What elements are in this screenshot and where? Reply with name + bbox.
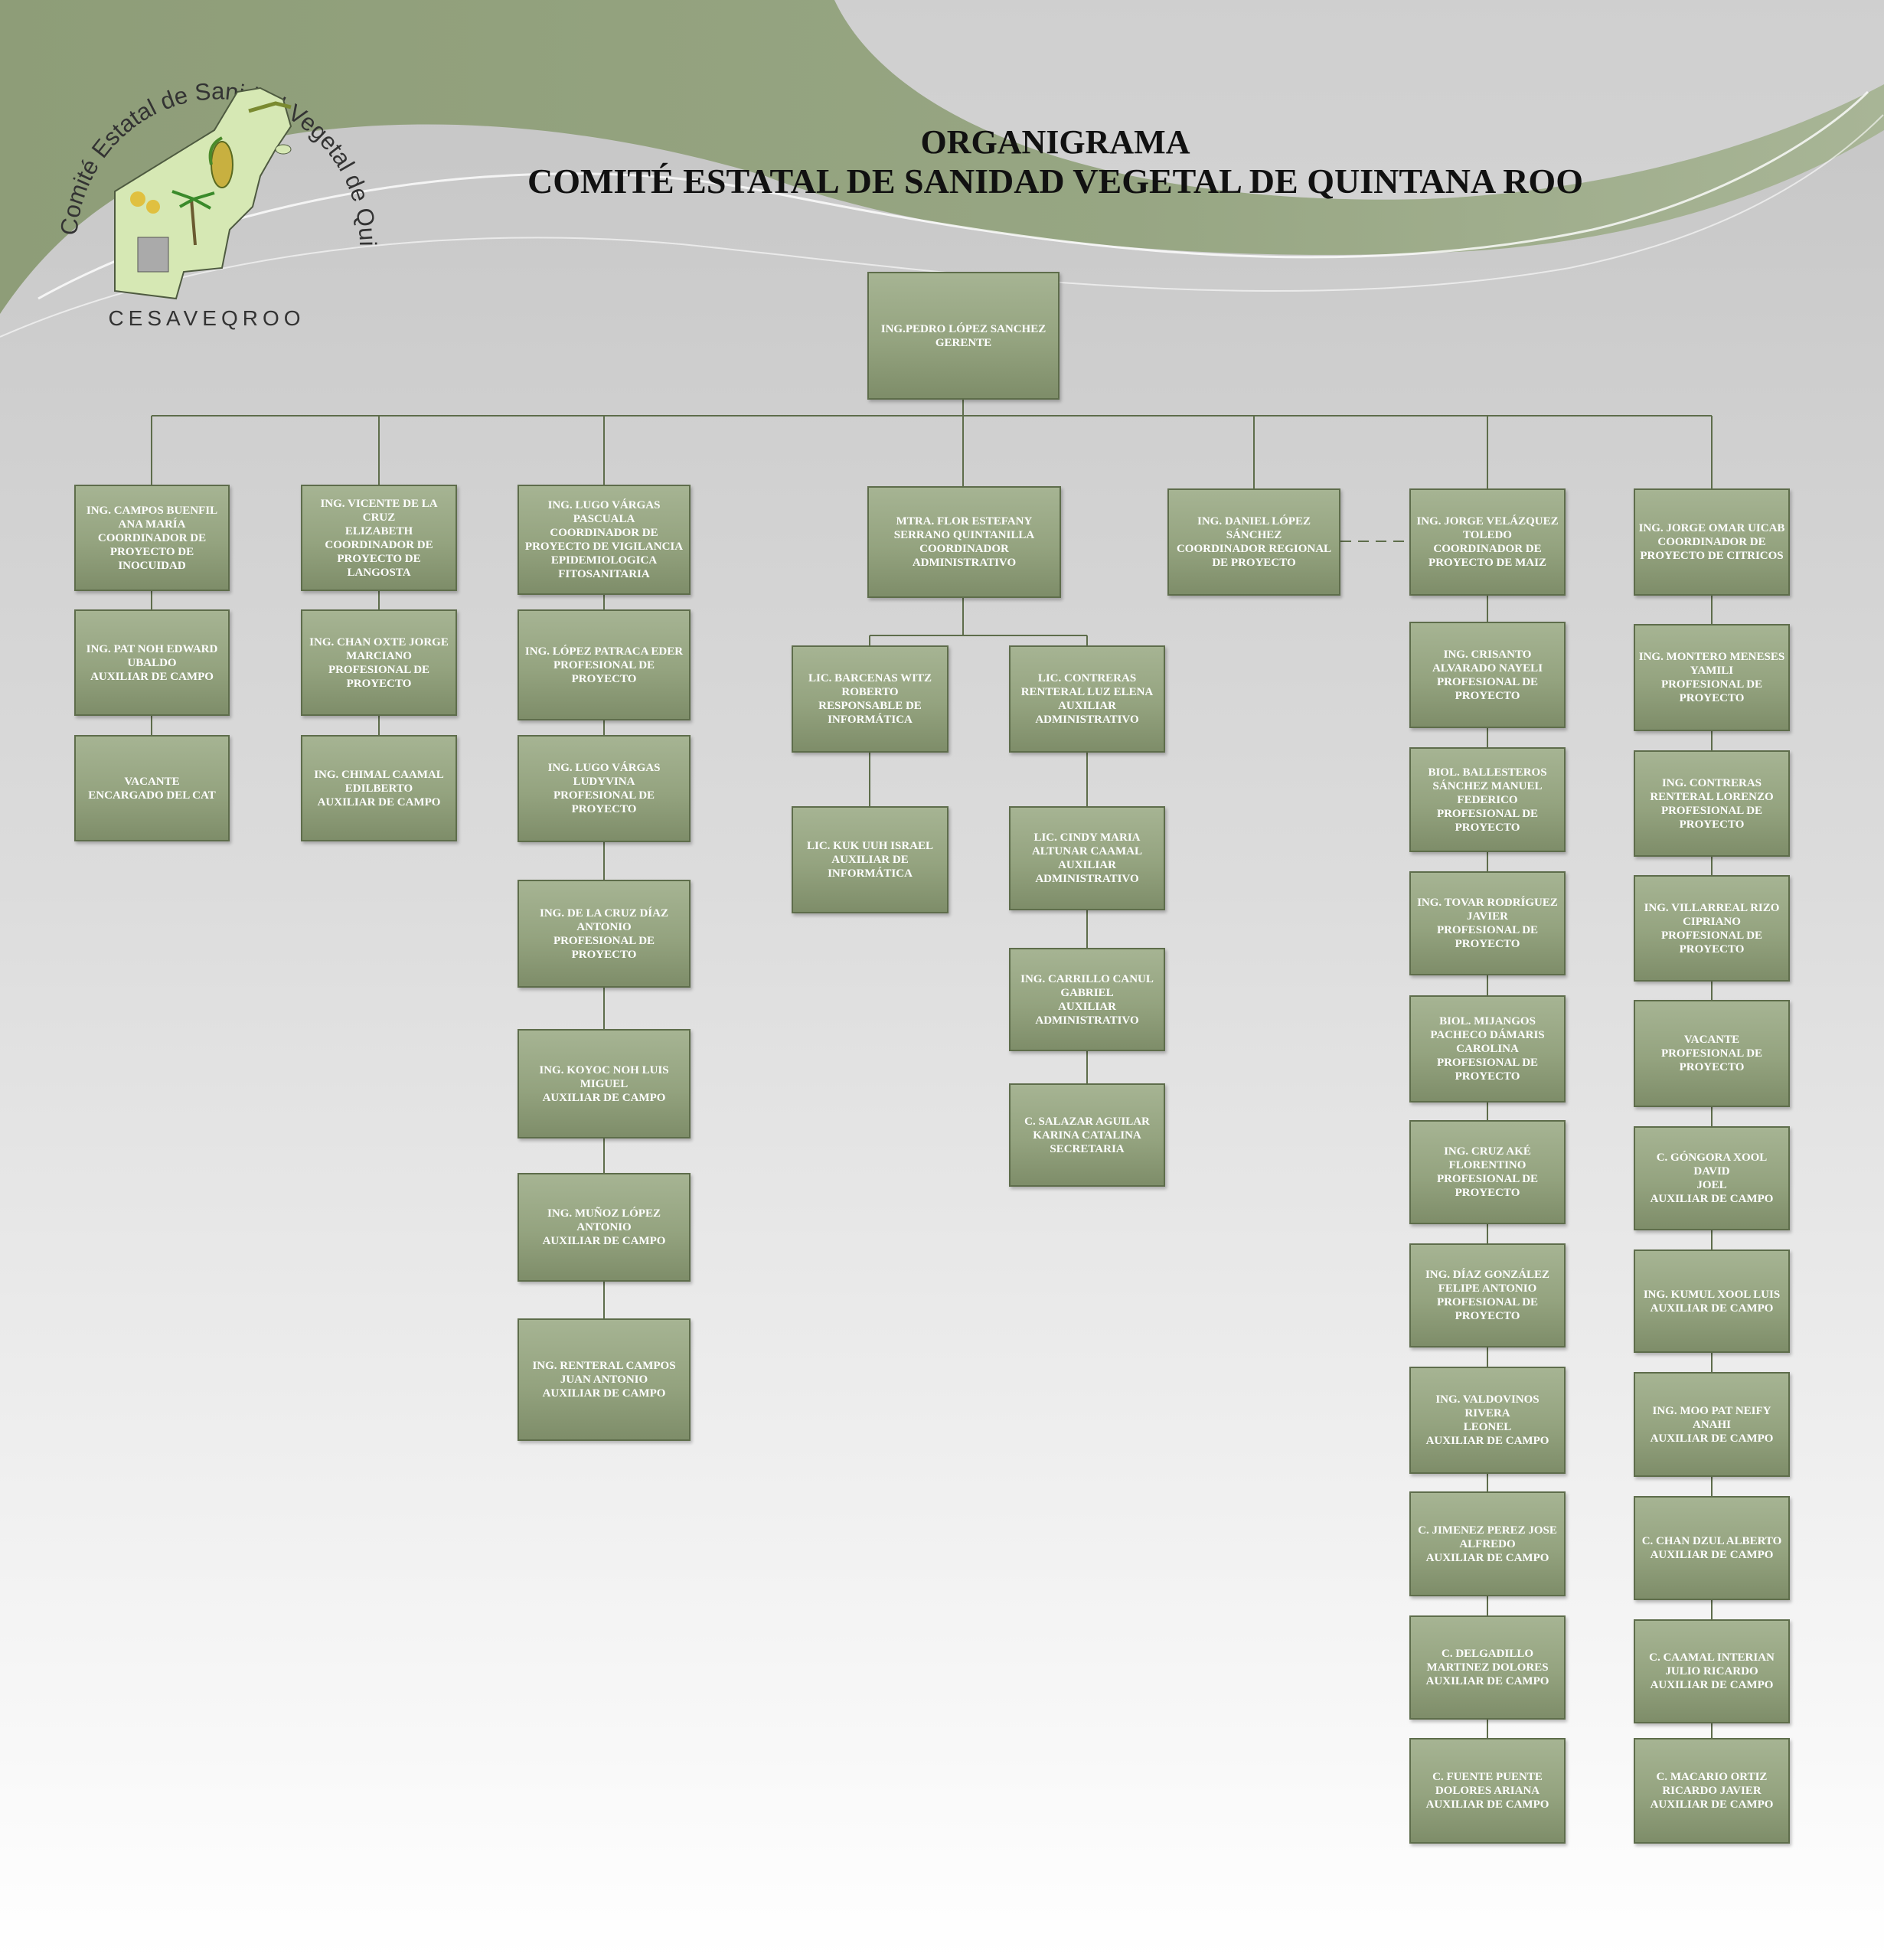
org-node-vigilancia-3: ING. DE LA CRUZ DÍAZ ANTONIO PROFESIONAL… bbox=[518, 880, 691, 988]
org-node-coordinador-administrativo: MTRA. FLOR ESTEFANY SERRANO QUINTANILLA … bbox=[867, 486, 1061, 598]
org-node-citricos-10: C. MACARIO ORTIZ RICARDO JAVIER AUXILIAR… bbox=[1634, 1738, 1790, 1844]
org-node-maiz-4: BIOL. MIJANGOS PACHECO DÁMARIS CAROLINA … bbox=[1409, 995, 1566, 1102]
org-node-langosta-auxiliar: ING. CHIMAL CAAMAL EDILBERTO AUXILIAR DE… bbox=[301, 735, 457, 841]
org-node-coordinador-langosta: ING. VICENTE DE LA CRUZ ELIZABETH COORDI… bbox=[301, 485, 457, 591]
org-node-secretaria: C. SALAZAR AGUILAR KARINA CATALINA SECRE… bbox=[1009, 1083, 1165, 1187]
org-node-inocuidad-cat: VACANTE ENCARGADO DEL CAT bbox=[74, 735, 230, 841]
org-node-inocuidad-auxiliar: ING. PAT NOH EDWARD UBALDO AUXILIAR DE C… bbox=[74, 609, 230, 716]
org-node-citricos-1: ING. MONTERO MENESES YAMILI PROFESIONAL … bbox=[1634, 624, 1790, 731]
org-node-vigilancia-1: ING. LÓPEZ PATRACA EDER PROFESIONAL DE P… bbox=[518, 609, 691, 720]
org-node-informatica-responsable: LIC. BARCENAS WITZ ROBERTO RESPONSABLE D… bbox=[792, 645, 949, 753]
org-node-langosta-profesional: ING. CHAN OXTE JORGE MARCIANO PROFESIONA… bbox=[301, 609, 457, 716]
org-node-maiz-6: ING. DÍAZ GONZÁLEZ FELIPE ANTONIO PROFES… bbox=[1409, 1243, 1566, 1348]
org-node-citricos-9: C. CAAMAL INTERIAN JULIO RICARDO AUXILIA… bbox=[1634, 1619, 1790, 1723]
org-node-citricos-8: C. CHAN DZUL ALBERTO AUXILIAR DE CAMPO bbox=[1634, 1496, 1790, 1600]
org-node-vigilancia-6: ING. RENTERAL CAMPOS JUAN ANTONIO AUXILI… bbox=[518, 1318, 691, 1441]
org-node-gerente: ING.PEDRO LÓPEZ SANCHEZ GERENTE bbox=[867, 272, 1060, 400]
org-node-maiz-7: ING. VALDOVINOS RIVERA LEONEL AUXILIAR D… bbox=[1409, 1367, 1566, 1474]
org-node-vigilancia-2: ING. LUGO VÁRGAS LUDYVINA PROFESIONAL DE… bbox=[518, 735, 691, 842]
org-node-admin-auxiliar-2: LIC. CINDY MARIA ALTUNAR CAAMAL AUXILIAR… bbox=[1009, 806, 1165, 910]
page-title: ORGANIGRAMA bbox=[920, 123, 1190, 161]
org-node-vigilancia-5: ING. MUÑOZ LÓPEZ ANTONIO AUXILIAR DE CAM… bbox=[518, 1173, 691, 1282]
logo-acronym: CESAVEQROO bbox=[108, 306, 305, 330]
org-node-admin-auxiliar-3: ING. CARRILLO CANUL GABRIEL AUXILIAR ADM… bbox=[1009, 948, 1165, 1051]
org-node-citricos-7: ING. MOO PAT NEIFY ANAHI AUXILIAR DE CAM… bbox=[1634, 1372, 1790, 1477]
org-node-coordinador-citricos: ING. JORGE OMAR UICAB COORDINADOR DE PRO… bbox=[1634, 488, 1790, 596]
org-node-maiz-1: ING. CRISANTO ALVARADO NAYELI PROFESIONA… bbox=[1409, 622, 1566, 728]
org-node-maiz-9: C. DELGADILLO MARTINEZ DOLORES AUXILIAR … bbox=[1409, 1615, 1566, 1720]
org-node-citricos-5: C. GÓNGORA XOOL DAVID JOEL AUXILIAR DE C… bbox=[1634, 1126, 1790, 1230]
header-swoosh-band bbox=[0, 0, 1884, 314]
org-node-admin-auxiliar-1: LIC. CONTRERAS RENTERAL LUZ ELENA AUXILI… bbox=[1009, 645, 1165, 753]
org-node-citricos-2: ING. CONTRERAS RENTERAL LORENZO PROFESIO… bbox=[1634, 750, 1790, 857]
org-node-maiz-2: BIOL. BALLESTEROS SÁNCHEZ MANUEL FEDERIC… bbox=[1409, 747, 1566, 852]
org-node-coordinador-vigilancia: ING. LUGO VÁRGAS PASCUALA COORDINADOR DE… bbox=[518, 485, 691, 595]
org-node-maiz-8: C. JIMENEZ PEREZ JOSE ALFREDO AUXILIAR D… bbox=[1409, 1491, 1566, 1596]
cesaveqroo-logo: Comité Estatal de Sanidad Vegetal de Qui… bbox=[31, 15, 381, 330]
org-node-maiz-5: ING. CRUZ AKÉ FLORENTINO PROFESIONAL DE … bbox=[1409, 1120, 1566, 1224]
org-node-coordinador-maiz: ING. JORGE VELÁZQUEZ TOLEDO COORDINADOR … bbox=[1409, 488, 1566, 596]
org-node-citricos-3: ING. VILLARREAL RIZO CIPRIANO PROFESIONA… bbox=[1634, 875, 1790, 982]
org-node-informatica-auxiliar: LIC. KUK UUH ISRAEL AUXILIAR DE INFORMÁT… bbox=[792, 806, 949, 913]
org-node-coordinador-regional: ING. DANIEL LÓPEZ SÁNCHEZ COORDINADOR RE… bbox=[1167, 488, 1340, 596]
org-node-vigilancia-4: ING. KOYOC NOH LUIS MIGUEL AUXILIAR DE C… bbox=[518, 1029, 691, 1138]
org-node-citricos-6: ING. KUMUL XOOL LUIS AUXILIAR DE CAMPO bbox=[1634, 1250, 1790, 1353]
quintana-roo-map-icon bbox=[114, 87, 292, 300]
page-subtitle: COMITÉ ESTATAL DE SANIDAD VEGETAL DE QUI… bbox=[527, 162, 1583, 201]
org-node-maiz-3: ING. TOVAR RODRÍGUEZ JAVIER PROFESIONAL … bbox=[1409, 871, 1566, 975]
org-node-coordinador-inocuidad: ING. CAMPOS BUENFIL ANA MARÍA COORDINADO… bbox=[74, 485, 230, 591]
org-node-maiz-10: C. FUENTE PUENTE DOLORES ARIANA AUXILIAR… bbox=[1409, 1738, 1566, 1844]
org-node-citricos-4: VACANTE PROFESIONAL DE PROYECTO bbox=[1634, 1000, 1790, 1107]
